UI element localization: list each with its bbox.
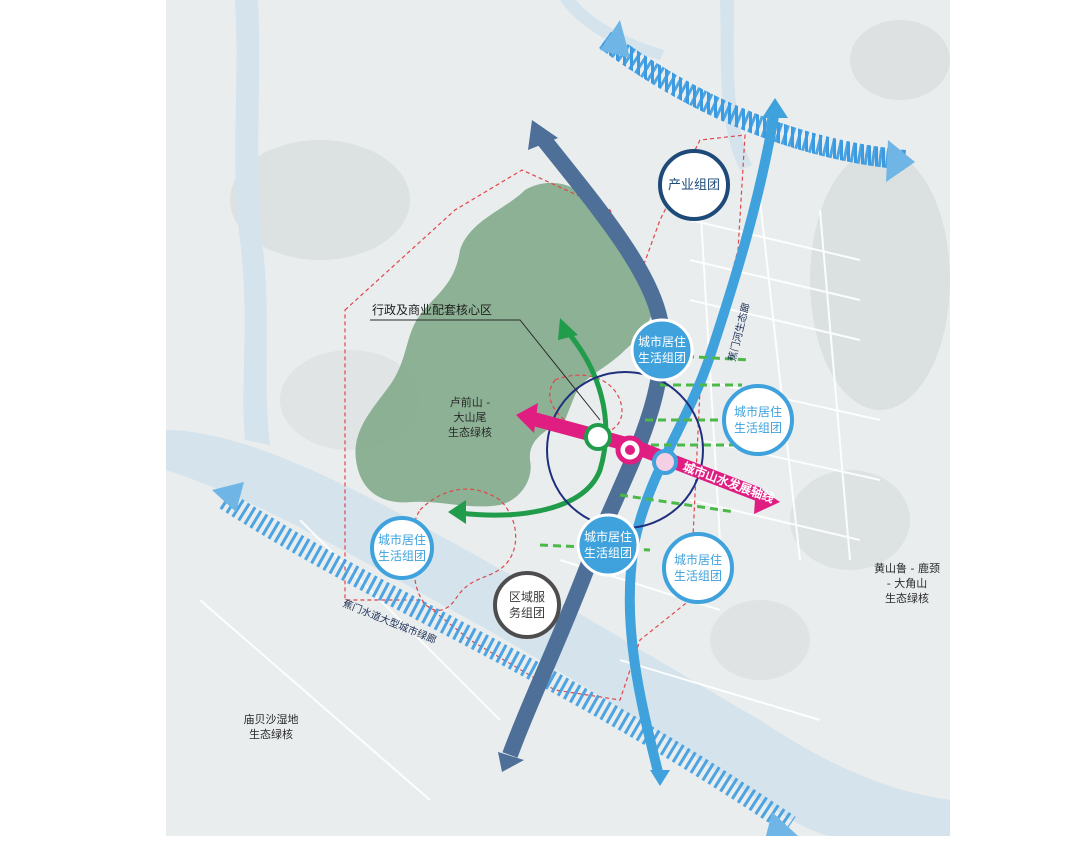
cluster-label: 城市居住	[584, 529, 632, 544]
corridor-arrowhead	[886, 140, 915, 182]
cluster-label: 生活组团	[584, 546, 632, 560]
core-label-leader	[370, 319, 601, 421]
planning-boundary	[344, 134, 746, 701]
hill-shade	[710, 600, 810, 680]
axis-arrowhead	[528, 120, 558, 150]
corridor-arrowhead	[212, 482, 244, 512]
river	[560, 0, 664, 60]
cluster-label: 生活组团	[734, 421, 782, 435]
corridor-southwest	[212, 482, 798, 836]
cluster-label: 生活组团	[674, 569, 722, 583]
river	[720, 0, 752, 170]
service-cluster: 区域服 务组团	[493, 571, 561, 639]
cluster-label: 城市居住	[378, 532, 426, 547]
green-core-west-label: 生态绿核	[448, 425, 492, 439]
cluster-label: 生活组团	[638, 351, 686, 365]
green-core-west-label: 卢前山 -	[450, 395, 490, 409]
residential-cluster-south: 城市居住 生活组团	[576, 513, 640, 577]
mountain-green-core	[355, 182, 655, 507]
node-blue	[652, 449, 678, 475]
service-cluster-label: 区域服	[509, 590, 545, 604]
axis-arrowhead	[498, 752, 524, 772]
cluster-label: 生活组团	[378, 549, 426, 563]
node-green	[584, 423, 612, 451]
corridor-northeast	[599, 20, 915, 182]
cluster-label: 城市居住	[734, 404, 782, 419]
cluster-label: 城市居住	[638, 334, 686, 349]
hill-shade	[790, 470, 910, 570]
axis-arrowhead	[762, 98, 788, 118]
service-cluster-label: 务组团	[509, 605, 545, 620]
hill-shade	[810, 150, 950, 410]
green-curve-arrow	[448, 318, 609, 524]
corridor-arrowhead	[766, 812, 798, 836]
green-core-east-label: 黄山鲁 - 鹿颈	[874, 561, 940, 575]
corridor-arrowhead	[600, 20, 630, 58]
node-pink-center	[625, 445, 635, 455]
residential-cluster-north: 城市居住 生活组团	[630, 318, 694, 382]
green-core-south-label: 生态绿核	[249, 727, 293, 741]
green-core-east-label: 生态绿核	[885, 591, 929, 605]
hill-shade	[850, 20, 950, 100]
industry-cluster-label: 产业组团	[668, 178, 720, 193]
green-core-south-label: 庙贝沙湿地	[244, 712, 299, 726]
green-core-west-label: 大山尾	[454, 410, 487, 424]
green-core-east-label: - 大角山	[887, 576, 927, 590]
residential-cluster-southeast: 城市居住 生活组团	[662, 532, 734, 604]
sub-boundary	[549, 374, 623, 435]
hill-shade	[230, 140, 410, 260]
residential-cluster-west: 城市居住 生活组团	[370, 516, 434, 580]
residential-cluster-east: 城市居住 生活组团	[722, 384, 794, 456]
axis-arrowhead	[650, 770, 670, 786]
industry-cluster: 产业组团	[658, 149, 730, 221]
core-zone-label: 行政及商业配套核心区	[372, 302, 492, 317]
main-axis-dark	[498, 120, 670, 772]
cluster-label: 城市居住	[674, 552, 722, 567]
river	[235, 0, 270, 445]
